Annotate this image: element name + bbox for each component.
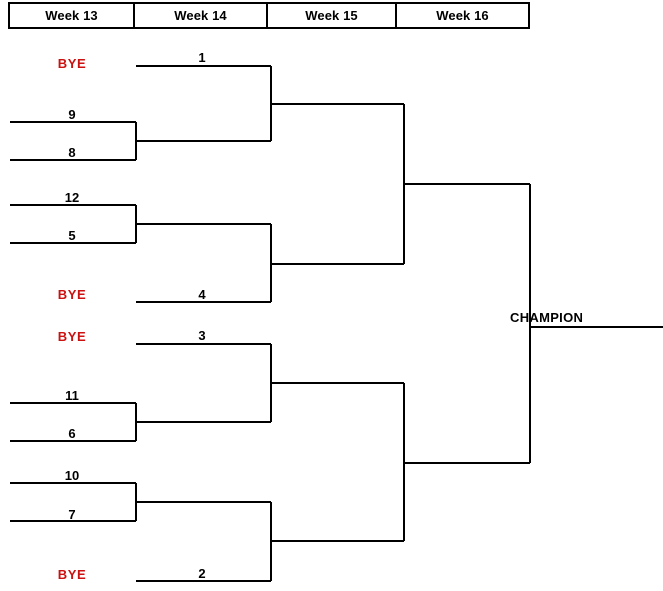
seed-slot-r2-1: 4 [198, 287, 206, 302]
champion-label: CHAMPION [510, 310, 584, 325]
round-header-week-16: Week 16 [397, 4, 528, 27]
seed-slot-r1-4: 5 [68, 228, 76, 243]
bye-slot-r1-0: BYE [57, 56, 87, 71]
seed-slot-r1-3: 12 [64, 190, 80, 205]
seed-slot-r1-2: 8 [68, 145, 76, 160]
seed-slot-r1-1: 9 [68, 107, 76, 122]
seed-slot-r2-0: 1 [198, 50, 206, 65]
bye-slot-r1-6: BYE [57, 329, 87, 344]
seed-slot-r2-3: 2 [198, 566, 206, 581]
round-header-week-13: Week 13 [10, 4, 136, 27]
round-header-label: Week 14 [174, 8, 227, 23]
round-header-label: Week 13 [45, 8, 98, 23]
round-header-week-14: Week 14 [135, 4, 269, 27]
seed-slot-r1-8: 6 [68, 426, 76, 441]
round-header-label: Week 15 [305, 8, 358, 23]
seed-slot-r1-10: 7 [68, 507, 76, 522]
seed-slot-r1-9: 10 [64, 468, 80, 483]
seed-slot-r1-7: 11 [65, 388, 79, 403]
bye-slot-r1-5: BYE [57, 287, 87, 302]
round-header-bar: Week 13 Week 14 Week 15 Week 16 [8, 2, 530, 29]
round-header-label: Week 16 [436, 8, 489, 23]
seed-slot-r2-2: 3 [198, 328, 206, 343]
round-header-week-15: Week 15 [268, 4, 398, 27]
bye-slot-r1-11: BYE [57, 567, 87, 582]
